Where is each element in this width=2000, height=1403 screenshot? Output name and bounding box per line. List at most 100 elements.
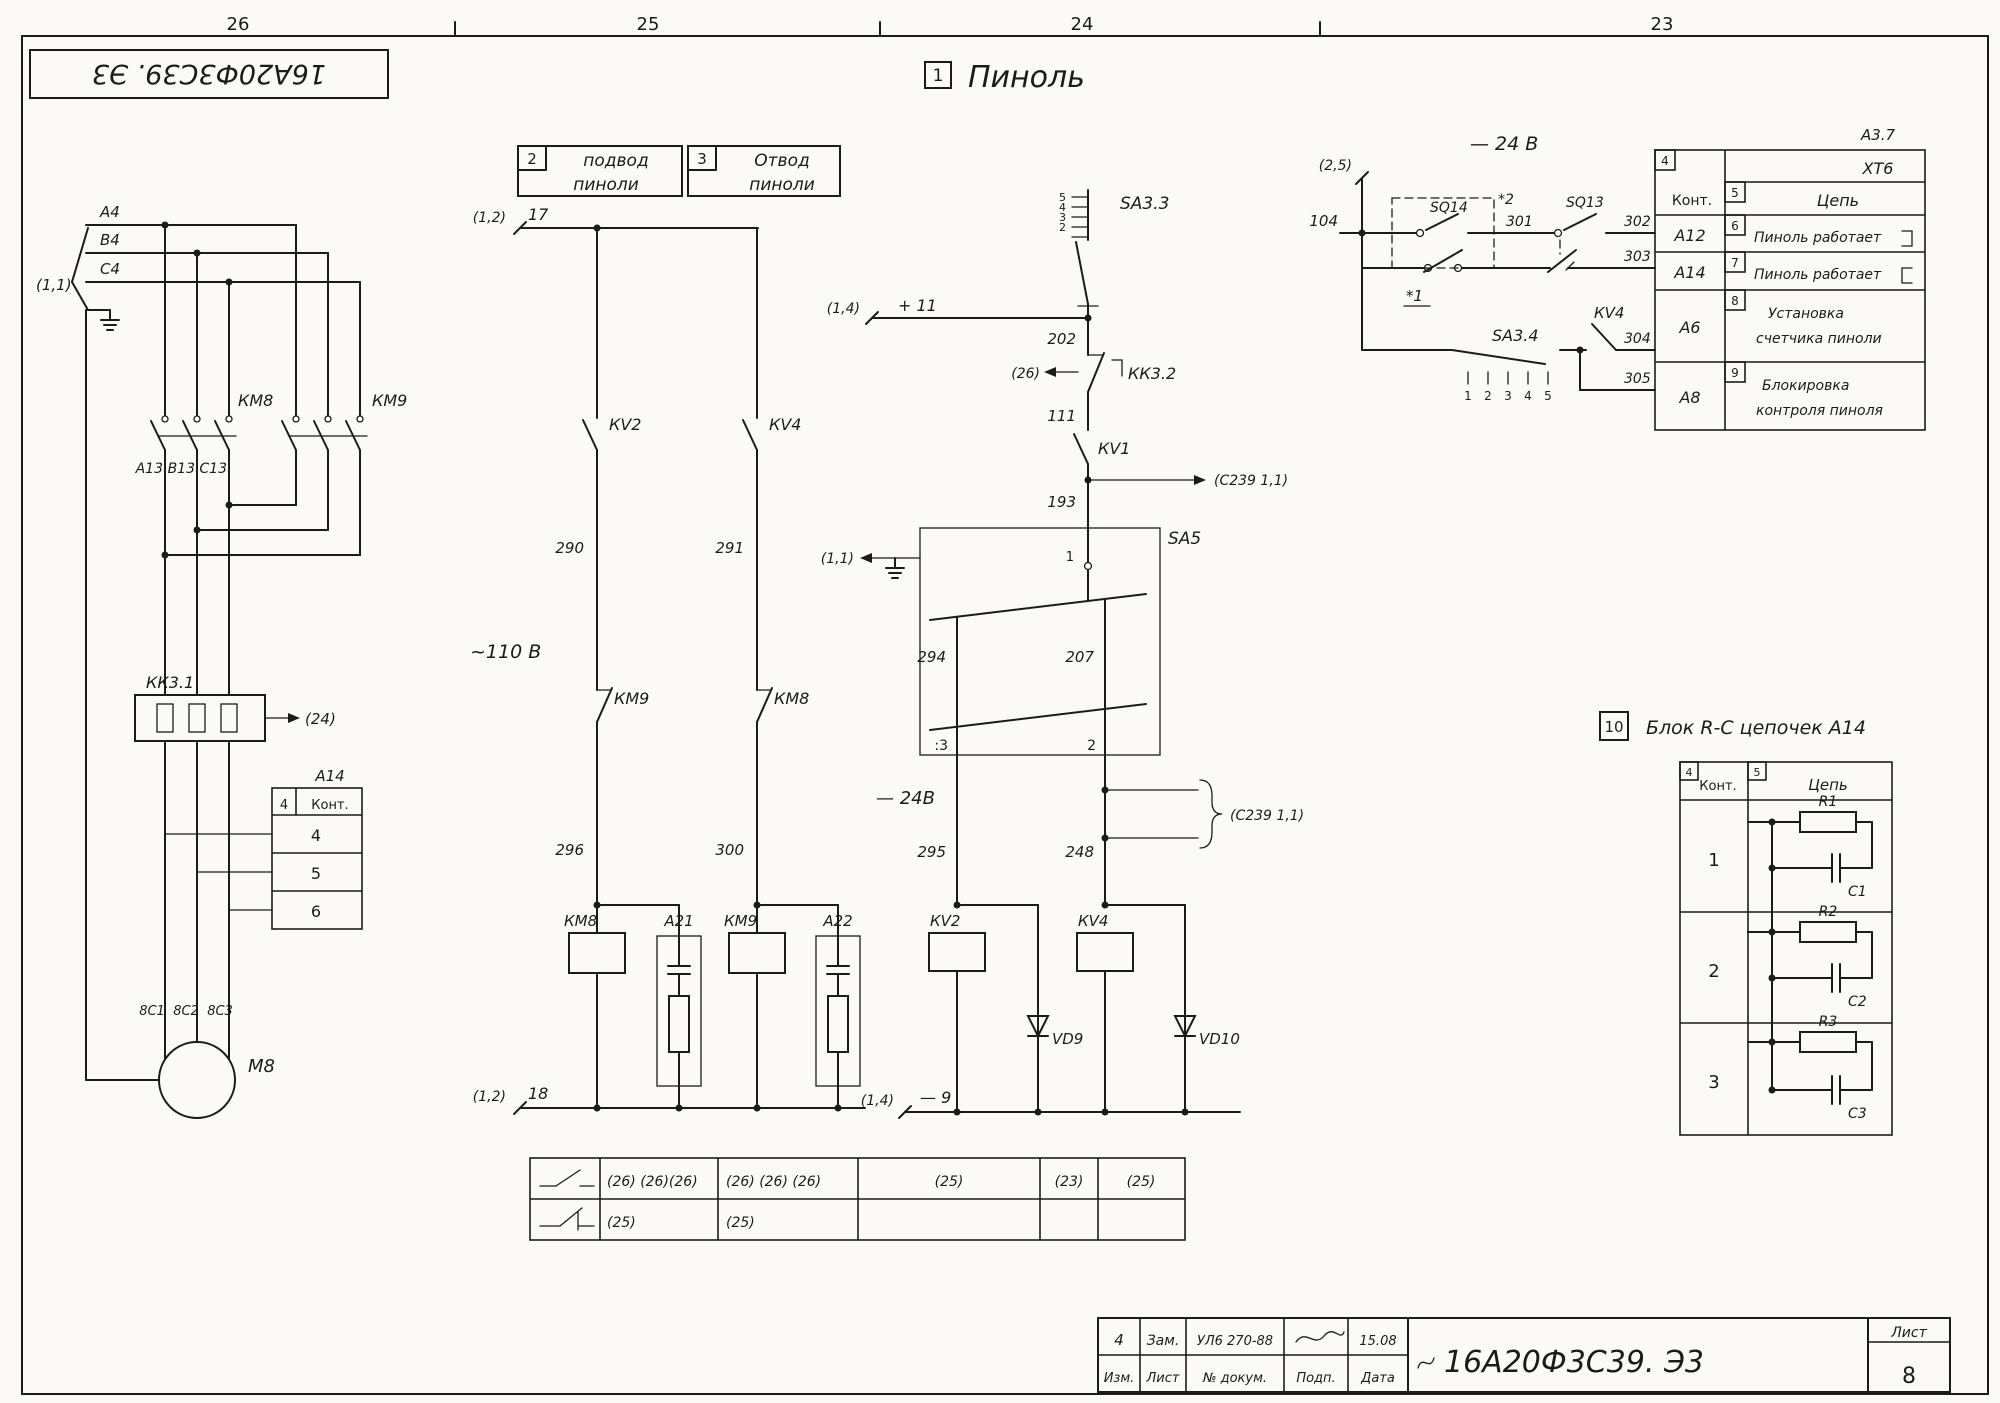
center-control-circuit: 5 4 3 2 SA3.3 (1,4) + 11 202 КК3.2 (26) … (821, 189, 1304, 1119)
km9-coil (728, 932, 786, 974)
a22-rc-suppressor: А22 (815, 904, 861, 1109)
sq13-contact: SQ13 (1547, 195, 1604, 273)
wire-a13: А13 (135, 461, 163, 477)
ground-symbol (85, 309, 120, 331)
sa34-pos-1: 1 (1464, 389, 1472, 403)
r2-resistor (1799, 921, 1857, 943)
kv2-coil-label: КV2 (930, 912, 960, 930)
branch-km8: КV2 290 КМ9 296 КМ8 А21 (555, 227, 702, 1109)
a14-connector: 4 Конт. 4 5 6 А14 (164, 767, 363, 930)
phase-a4: А4 (99, 203, 120, 221)
vd9-label: VD9 (1052, 1030, 1083, 1048)
arrow-left-icon (1044, 367, 1056, 377)
r2-label: R2 (1819, 904, 1838, 920)
wire-296: 296 (555, 841, 584, 859)
wire-302: 302 (1624, 214, 1651, 230)
wire-b13: В13 (168, 461, 195, 477)
vd9-diode: VD9 (953, 901, 1083, 1113)
sa33-selector: 5 4 3 2 SA3.3 (1059, 189, 1169, 307)
sa34-pos-3: 3 (1504, 389, 1512, 403)
ref-25: (2,5) (1319, 158, 1352, 174)
ref-12-bottom: (1,2) (473, 1089, 506, 1105)
column-24: 24 (1071, 14, 1094, 35)
sa33-label: SA3.3 (1120, 194, 1169, 214)
km9-nc-label: КМ9 (614, 689, 649, 708)
wire-17: 17 (528, 205, 549, 224)
xt6-pin-a14: А14 (1673, 263, 1705, 282)
wire-300: 300 (715, 841, 744, 859)
km8-coil (568, 932, 626, 974)
quill-control-circuit: 2 подвод пиноли 3 Отвод пиноли (1,2) 17 … (470, 145, 866, 1115)
rc-section-num: 10 (1604, 718, 1623, 736)
xt6-pin-a12: А12 (1673, 226, 1705, 245)
sheet-number: 8 (1902, 1364, 1916, 1389)
rc-row-2: R2 С2 (1747, 904, 1873, 1010)
kv4-coil (1076, 932, 1134, 972)
sa5-switch-block: SA5 1 294 207 :3 2 (917, 527, 1201, 906)
wire-305: 305 (1624, 371, 1651, 387)
sa34-label: SA3.4 (1492, 326, 1539, 345)
r1-label: R1 (1819, 794, 1838, 810)
sa33-pos-2: 2 (1059, 221, 1066, 234)
kv2-coil (928, 932, 986, 972)
xref-r1c5: (25) (1127, 1174, 1156, 1190)
wire-c13: С13 (199, 461, 227, 477)
cross-reference-table: (26) (26)(26) (26) (26) (26) (25) (23) (… (529, 1157, 1186, 1241)
c1-label: С1 (1848, 884, 1867, 900)
a14-label: А14 (314, 767, 344, 785)
km8-nc-label: КМ8 (774, 689, 809, 708)
hdr-list: Лист (1146, 1371, 1180, 1386)
motor-m8: 8С1 8С2 8С3 М8 (139, 1004, 275, 1119)
star1-contact: *1 (1403, 249, 1463, 307)
motor-power-circuit: (1,1) А4 В4 С4 (36, 203, 407, 1119)
rc-pin-1: 1 (1708, 850, 1719, 871)
signature-scribble (1295, 1331, 1345, 1343)
xref-r2c1: (25) (607, 1215, 636, 1231)
xt6-n7: 7 (1731, 256, 1739, 270)
xt6-row3-text2: счетчика пиноли (1756, 331, 1882, 347)
kk31-label: КК3.1 (146, 673, 194, 692)
contact-bracket-icon (1901, 230, 1913, 247)
wire-291: 291 (715, 539, 744, 557)
xref-r1c2: (26) (26) (26) (726, 1174, 821, 1190)
sa33-pos-4: 4 (1059, 201, 1066, 214)
wire-193: 193 (1047, 493, 1076, 511)
sq13-label: SQ13 (1566, 195, 1604, 211)
xt6-kont-hdr: Конт. (1672, 193, 1712, 209)
wire-111: 111 (1047, 407, 1076, 425)
voltage-110v: ~110 В (470, 641, 541, 663)
sa5-terminal-1: 1 (1066, 550, 1074, 565)
wire-207: 207 (1065, 648, 1094, 666)
ref-24: (24) (305, 710, 336, 728)
r3-label: R3 (1819, 1014, 1838, 1030)
arrow-right-icon (288, 713, 300, 723)
wire-minus9: — 9 (920, 1088, 951, 1107)
section-number: 1 (933, 66, 944, 86)
xt6-row4-text1: Блокировка (1762, 378, 1849, 394)
no-contact-icon (539, 1169, 595, 1187)
wire-plus11: + 11 (898, 296, 937, 315)
kv1-label: КV1 (1098, 439, 1130, 458)
hdr-data: Дата (1360, 1371, 1395, 1386)
signal-circuit-24v: — 24 В (2,5) 104 SQ14 *2 301 SQ13 302 (1309, 126, 1926, 431)
phase-b4: В4 (100, 231, 120, 249)
wire-301: 301 (1506, 214, 1533, 230)
terminal-8c3: 8С3 (207, 1004, 233, 1019)
km9-label: КМ9 (372, 391, 407, 410)
kv2-contact-label: КV2 (609, 415, 641, 434)
section-title: 1 Пиноль (924, 60, 1085, 95)
kk32-contact: КК3.2 (26) (1011, 352, 1176, 393)
column-26: 26 (227, 14, 250, 35)
a14-pin-4: 4 (311, 826, 321, 845)
sa5-label: SA5 (1168, 529, 1201, 549)
terminal-8c1: 8С1 (139, 1004, 165, 1019)
sa34-selector: SA3.4 1 2 3 4 5 (1451, 326, 1552, 403)
sheet-label: Лист (1890, 1325, 1927, 1341)
rc-row-1: R1 С1 (1747, 794, 1873, 900)
rc-pin-3: 3 (1708, 1072, 1719, 1093)
rc-block-a14: 10 Блок R-C цепочек А14 4 Конт. 5 Цепь 1… (1599, 711, 1893, 1136)
sheet-frame: 26 25 24 23 (21, 14, 1989, 1395)
rev-date: 15.08 (1359, 1334, 1396, 1349)
a14-hdr-num: 4 (280, 798, 288, 813)
